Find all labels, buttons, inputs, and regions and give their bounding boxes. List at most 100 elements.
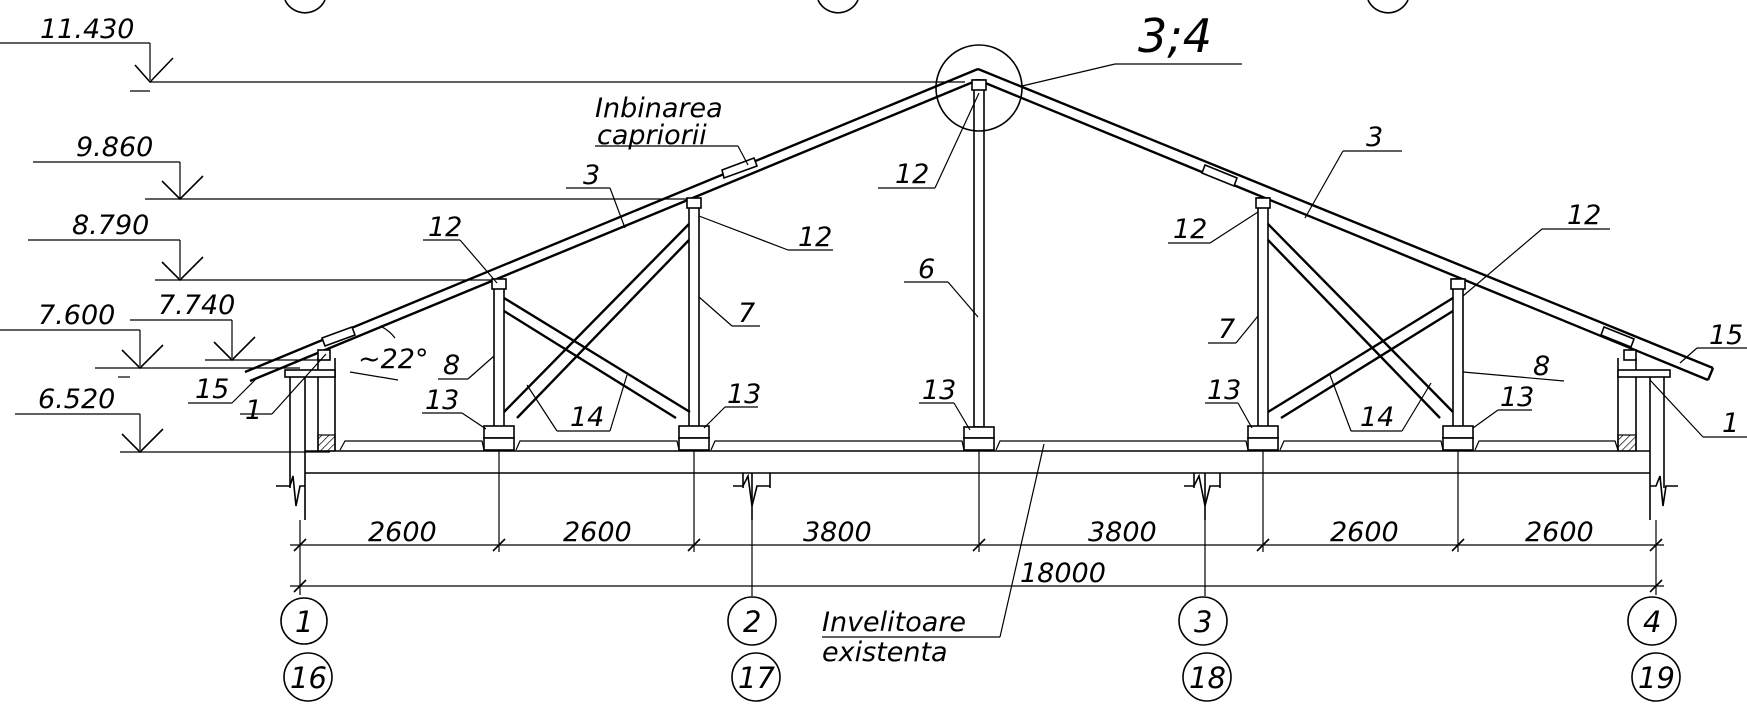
note-existing-line1: Invelitoare	[822, 607, 966, 638]
dim-3800-b: 3800	[1088, 517, 1157, 548]
post-right-outer	[1452, 278, 1464, 428]
note-joint-line2: capriorii	[597, 120, 707, 151]
elevation-8790: 8.790	[28, 210, 495, 282]
mark-15-right: 15	[1679, 320, 1747, 364]
mark-12-right-inner: 12	[1168, 211, 1259, 245]
mark-label-3-left: 3	[583, 160, 600, 191]
detail-callout: 3;4	[935, 9, 1242, 132]
dim-3800-a: 3800	[803, 517, 872, 548]
axis-label-3: 3	[1194, 605, 1212, 639]
mark-12-left-outer: 12	[423, 212, 498, 284]
mark-label-8-right: 8	[1533, 351, 1550, 382]
elevation-7740: 7.740	[130, 290, 320, 362]
dim-2600-c: 2600	[1330, 517, 1399, 548]
mark-label-15-left: 15	[195, 374, 229, 405]
dim-2600-b: 2600	[563, 517, 632, 548]
axis-4: 4 19	[1627, 596, 1681, 702]
axis-1: 1 16	[280, 597, 333, 702]
mark-label-12-right-outer: 12	[1567, 200, 1601, 231]
mark-label-12-top: 12	[895, 159, 929, 190]
mark-3-left: 3	[566, 160, 626, 229]
axis-label-1: 1	[295, 605, 313, 639]
rafter-splice-marks	[320, 156, 1636, 349]
mark-label-7-left: 7	[738, 298, 755, 329]
note-joint-line1: Inbinarea	[595, 93, 723, 124]
rafter-right	[977, 67, 1715, 382]
post-caps	[491, 79, 1466, 290]
mark-13-a: 13	[422, 385, 487, 430]
dim-18000: 18000	[1020, 558, 1106, 589]
elevation-label-6520: 6.520	[38, 384, 115, 415]
wall-right	[1617, 349, 1678, 520]
mark-label-7-right: 7	[1218, 314, 1235, 345]
braces-left	[503, 223, 691, 420]
elevation-label-7600: 7.600	[38, 300, 115, 331]
rafter-left	[244, 67, 979, 383]
mark-label-13-d: 13	[1207, 375, 1241, 406]
mark-13-b: 13	[703, 379, 761, 429]
post-center	[973, 79, 985, 428]
mark-8-left: 8	[438, 350, 495, 381]
post-left-inner	[688, 199, 700, 428]
dim-2600-d: 2600	[1525, 517, 1594, 548]
mark-1-right: 1	[1649, 379, 1747, 439]
post-bases	[483, 425, 1474, 451]
mark-12-right-outer: 12	[1462, 200, 1610, 297]
note-angle: ~22°	[349, 325, 428, 381]
axis-2: 2 17	[727, 520, 781, 702]
mark-label-1-right: 1	[1722, 408, 1739, 439]
mark-14-left: 14	[526, 374, 628, 433]
elevation-label-7740: 7.740	[158, 290, 235, 321]
elevation-7600: 7.600	[0, 300, 300, 378]
mark-6: 6	[904, 254, 979, 318]
mark-label-3-right: 3	[1366, 122, 1383, 153]
mark-label-12-left-inner: 12	[798, 222, 832, 253]
existing-slab	[305, 440, 1650, 474]
axis-3: 3 18	[1178, 520, 1232, 702]
mark-label-1-left: 1	[245, 395, 262, 426]
mark-label-13-e: 13	[1500, 382, 1534, 413]
post-right-inner	[1257, 197, 1269, 428]
mark-label-12-right-inner: 12	[1173, 214, 1207, 245]
mark-13-d: 13	[1205, 375, 1253, 429]
mark-1-left: 1	[240, 353, 327, 426]
note-existing-roof: Invelitoare existenta	[822, 443, 1045, 668]
mark-7-left: 7	[698, 296, 760, 329]
mark-label-12-left-outer: 12	[428, 212, 462, 243]
inner-wall-breaks	[733, 473, 1221, 520]
axis-label-17: 17	[738, 661, 775, 695]
axis-label-19: 19	[1638, 661, 1675, 695]
elevation-11430: 11.430	[0, 14, 965, 92]
mark-7-right: 7	[1208, 314, 1259, 345]
wall-left	[276, 349, 336, 520]
elevation-label-11430: 11.430	[40, 14, 134, 45]
angle-label: ~22°	[358, 344, 428, 375]
mark-13-e: 13	[1472, 382, 1534, 429]
dimension-chain: 2600 2600 3800 3800 2600 2600 18000	[290, 450, 1664, 595]
mark-label-8-left: 8	[443, 350, 460, 381]
post-left-outer	[493, 280, 505, 428]
detail-reference: 3;4	[1138, 9, 1212, 63]
mark-13-c: 13	[919, 375, 971, 431]
axis-label-2: 2	[743, 605, 761, 639]
elevation-9860: 9.860	[33, 132, 690, 201]
note-existing-line2: existenta	[822, 637, 948, 668]
top-axis-bubbles-cut	[284, 0, 1409, 14]
mark-label-14-left: 14	[570, 402, 604, 433]
mark-label-13-a: 13	[425, 385, 459, 416]
mark-label-15-right: 15	[1709, 320, 1743, 351]
axis-label-16: 16	[290, 661, 327, 695]
mark-label-6: 6	[918, 254, 935, 285]
dim-2600-a: 2600	[368, 517, 437, 548]
mark-12-left-inner: 12	[698, 215, 833, 253]
mark-14-right: 14	[1329, 374, 1432, 433]
axis-label-18: 18	[1189, 661, 1226, 695]
mark-3-right: 3	[1304, 122, 1402, 219]
elevation-label-8790: 8.790	[72, 210, 149, 241]
elevation-label-9860: 9.860	[76, 132, 153, 163]
braces-right	[1267, 223, 1454, 420]
mark-label-13-c: 13	[922, 375, 956, 406]
mark-label-14-right: 14	[1360, 402, 1394, 433]
mark-8-right: 8	[1462, 351, 1565, 382]
